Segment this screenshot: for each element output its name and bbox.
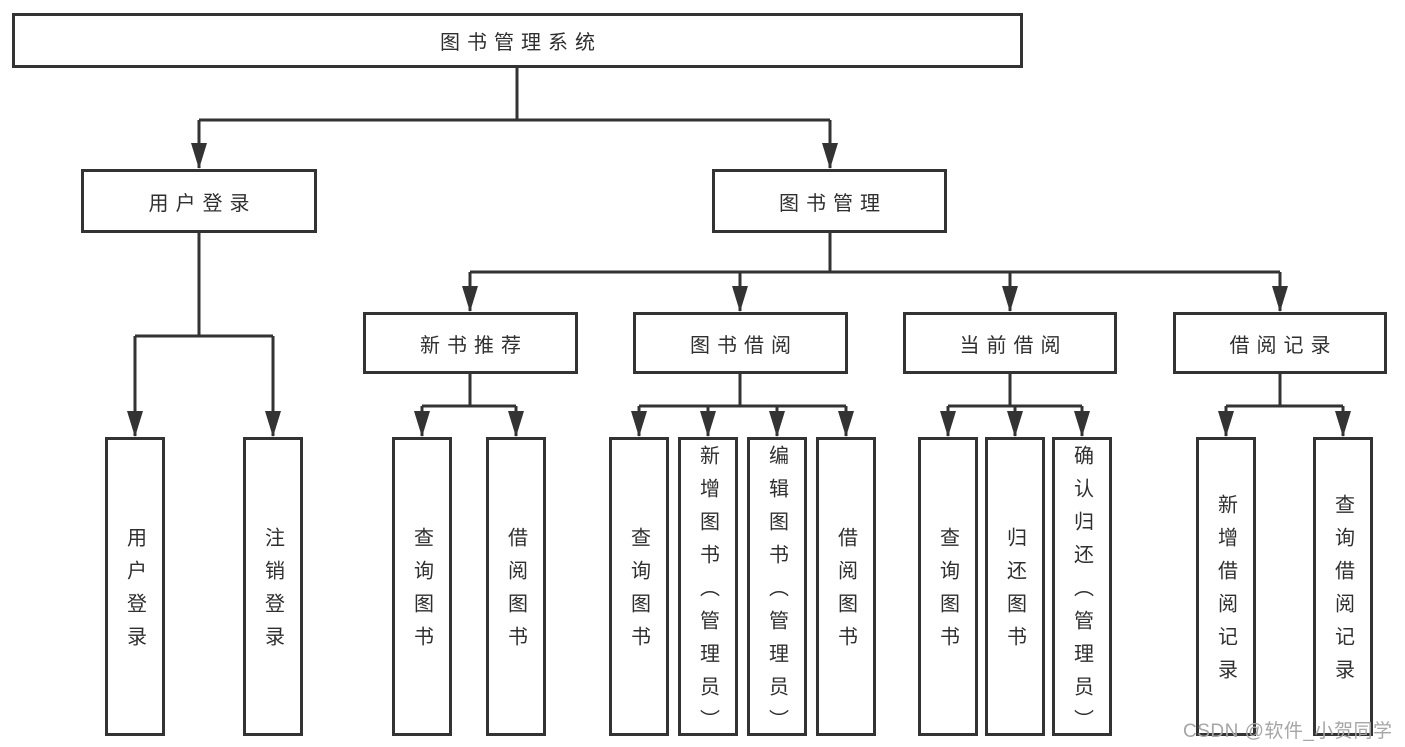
leaf-label: 编辑图书（管理员） (765, 444, 788, 742)
leaf-label: 查询图书 (627, 527, 650, 659)
leaf-current-return-books: 归还图书 (985, 437, 1045, 736)
node-new-book-recommend: 新书推荐 (363, 312, 578, 374)
leaf-label: 新增图书（管理员） (696, 444, 719, 742)
node-book-borrowing: 图书借阅 (633, 312, 848, 374)
leaf-records-add-record: 新增借阅记录 (1196, 437, 1256, 736)
leaf-label: 查询图书 (936, 527, 959, 659)
leaf-current-query-books: 查询图书 (918, 437, 978, 736)
leaf-borrowing-query-books: 查询图书 (609, 437, 669, 736)
leaf-label: 用户登录 (123, 527, 146, 659)
leaf-label: 借阅图书 (834, 527, 857, 659)
leaf-records-query-record: 查询借阅记录 (1313, 437, 1373, 736)
csdn-watermark: CSDN @软件_小贺同学 (1183, 721, 1393, 742)
node-label: 图书管理系统 (440, 32, 602, 54)
node-label: 当前借阅 (959, 334, 1068, 357)
leaf-user-login: 用户登录 (105, 437, 165, 736)
node-label: 图书借阅 (690, 334, 798, 357)
node-root-library-system: 图书管理系统 (12, 13, 1023, 68)
leaf-borrowing-add-books-admin: 新增图书（管理员） (678, 437, 738, 742)
node-label: 借阅记录 (1229, 334, 1338, 357)
leaf-label: 查询借阅记录 (1331, 494, 1354, 692)
leaf-newbooks-borrow-books: 借阅图书 (486, 437, 546, 736)
leaf-label: 借阅图书 (504, 527, 527, 659)
leaf-label: 注销登录 (261, 527, 284, 659)
node-label: 图书管理 (779, 192, 887, 215)
node-label: 新书推荐 (420, 334, 528, 357)
leaf-borrowing-borrow-books: 借阅图书 (816, 437, 876, 736)
leaf-borrowing-edit-books-admin: 编辑图书（管理员） (747, 437, 807, 742)
node-borrowing-records: 借阅记录 (1173, 312, 1387, 374)
node-book-management: 图书管理 (712, 169, 947, 233)
leaf-current-confirm-return-admin: 确认归还（管理员） (1052, 437, 1112, 742)
leaf-label: 确认归还（管理员） (1070, 444, 1093, 742)
leaf-label: 新增借阅记录 (1214, 494, 1237, 692)
node-current-borrowing: 当前借阅 (903, 312, 1117, 374)
elbow-connectors (133, 68, 1345, 436)
leaf-label: 归还图书 (1003, 527, 1026, 659)
leaf-label: 查询图书 (410, 527, 433, 659)
leaf-logout: 注销登录 (243, 437, 303, 736)
leaf-newbooks-query-books: 查询图书 (392, 437, 452, 736)
node-user-login: 用户登录 (81, 169, 317, 233)
node-label: 用户登录 (148, 192, 257, 215)
